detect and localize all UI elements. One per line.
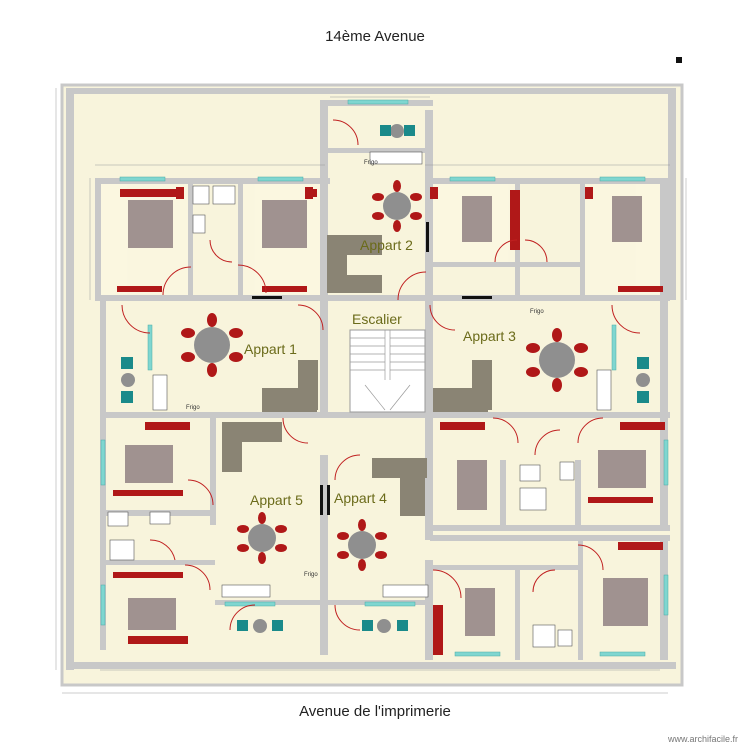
bed-icon [433, 588, 495, 655]
sofa-icon [372, 458, 427, 516]
label-frigo: Frigo [304, 572, 318, 578]
door-sills [252, 222, 492, 515]
bed-icon [612, 196, 642, 242]
shower-icon [532, 624, 556, 648]
bed-icon [120, 189, 180, 248]
sink-icon [192, 214, 206, 234]
dining-tables [181, 180, 588, 571]
label-frigo: Frigo [530, 309, 544, 315]
toilet-icon [559, 461, 575, 481]
sofa-icon [433, 360, 492, 412]
sink-icon [519, 464, 541, 482]
room-floors [101, 184, 660, 295]
bistro-table-icon [380, 124, 415, 138]
bed-icon [262, 189, 317, 248]
corner-marker [676, 57, 682, 63]
shower-icon [519, 487, 547, 511]
kitchen-counter-icon [369, 151, 423, 165]
dining-table-icon [337, 519, 387, 571]
sofa-icon [262, 360, 318, 412]
sofa-icon [222, 422, 282, 472]
shower-icon [109, 539, 135, 561]
label-frigo: Frigo [364, 160, 378, 166]
toilet-icon [192, 185, 210, 205]
label-appart-3: Appart 3 [463, 328, 516, 344]
bistro-table-icon [237, 619, 283, 633]
street-name-top: 14ème Avenue [325, 28, 425, 45]
bed-icon [598, 422, 665, 488]
dimension-lines [55, 88, 687, 694]
sofa-icon [327, 235, 382, 293]
kitchen-counter-icon [382, 584, 429, 598]
bistro-table-icon [121, 357, 135, 403]
label-appart-5: Appart 5 [250, 492, 303, 508]
outer-walls [66, 88, 676, 670]
bed-icon [125, 422, 190, 483]
dining-table-icon [526, 328, 588, 392]
bed-icon [128, 598, 188, 644]
bistro-table-icon [362, 619, 408, 633]
label-escalier: Escalier [352, 311, 402, 327]
toilet-icon [557, 629, 573, 647]
shower-icon [212, 185, 236, 205]
kitchen-counter-icon [596, 369, 612, 411]
kitchen-counter-icon [221, 584, 271, 598]
beds [120, 189, 665, 655]
bed-icon [462, 190, 520, 250]
dining-table-icon [372, 180, 422, 232]
doors [121, 119, 641, 631]
dining-table-icon [237, 512, 287, 564]
fixtures [107, 151, 612, 648]
staircase [349, 329, 426, 413]
sofas [222, 235, 492, 516]
windows [100, 99, 669, 657]
bed-icon [440, 422, 487, 510]
label-appart-1: Appart 1 [244, 341, 297, 357]
sink-icon [149, 511, 171, 525]
label-appart-2: Appart 2 [360, 237, 413, 253]
bistro-table-icon [636, 357, 650, 403]
bistro-tables [121, 124, 650, 633]
sink-icon [107, 511, 129, 527]
label-appart-4: Appart 4 [334, 490, 387, 506]
kitchen-counter-icon [152, 374, 168, 411]
wardrobes [113, 187, 663, 578]
watermark: www.archifacile.fr [667, 734, 738, 744]
bed-icon [603, 542, 663, 626]
label-frigo: Frigo [186, 405, 200, 411]
dining-table-icon [181, 313, 243, 377]
street-name-bottom: Avenue de l'imprimerie [299, 703, 451, 720]
